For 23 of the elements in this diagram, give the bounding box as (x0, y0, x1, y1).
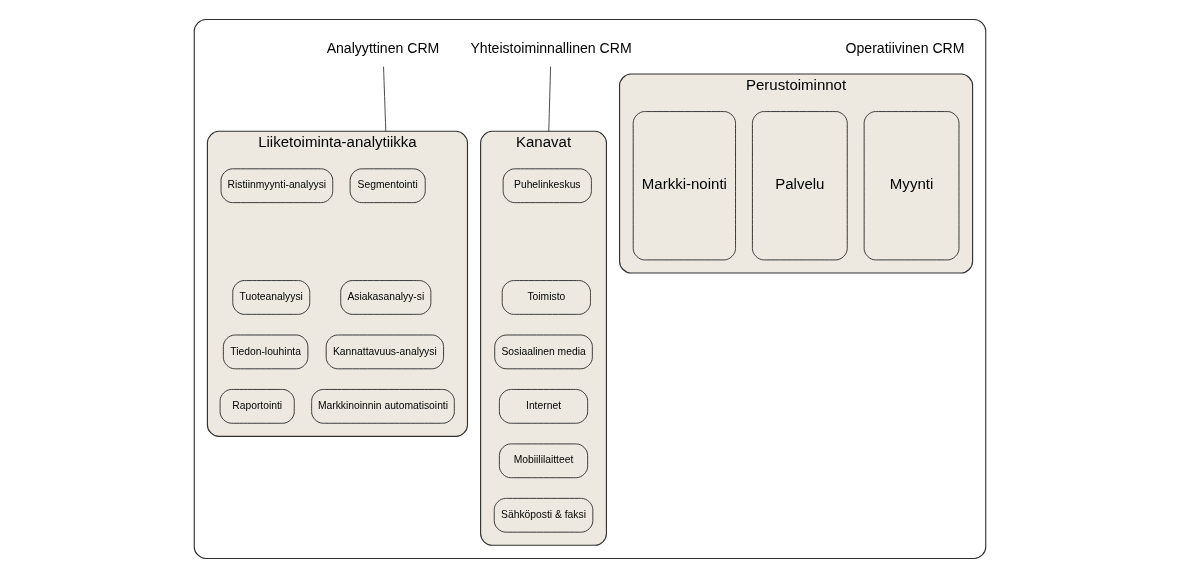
node-box: Markki-nointi (632, 111, 736, 261)
node-box: Internet (498, 389, 589, 424)
node-box: Mobiililaitteet (498, 443, 589, 479)
node-box: Tuoteanalyysi (232, 280, 311, 315)
node-box: Puhelinkeskus (502, 168, 592, 204)
node-text: Yhteistoiminnallinen CRM (470, 39, 632, 56)
node-box: Ristiinmyynti-analyysi (220, 168, 334, 204)
connector (383, 66, 387, 132)
node-text: Analyyttinen CRM (326, 39, 440, 56)
node-box: Myynti (863, 111, 960, 261)
node-box: Asiakasanalyy-si (340, 280, 432, 315)
node-box: Toimisto (501, 280, 591, 315)
node-box: Markkinoinnin automatisointi (311, 389, 455, 424)
node-box: Palvelu (751, 111, 848, 261)
label: Operatiivinen CRM (845, 39, 965, 56)
node-box: Segmentointi (349, 168, 426, 204)
node-box: Sosiaalinen media (494, 334, 593, 370)
cluster (193, 18, 987, 560)
node-box: Tiedon-louhinta (222, 334, 309, 370)
node-box: Sähköposti & faksi (493, 497, 594, 533)
connector (548, 66, 552, 132)
node-box: Raportointi (219, 389, 295, 424)
node-box: Kannattavuus-analyysi (325, 334, 444, 370)
